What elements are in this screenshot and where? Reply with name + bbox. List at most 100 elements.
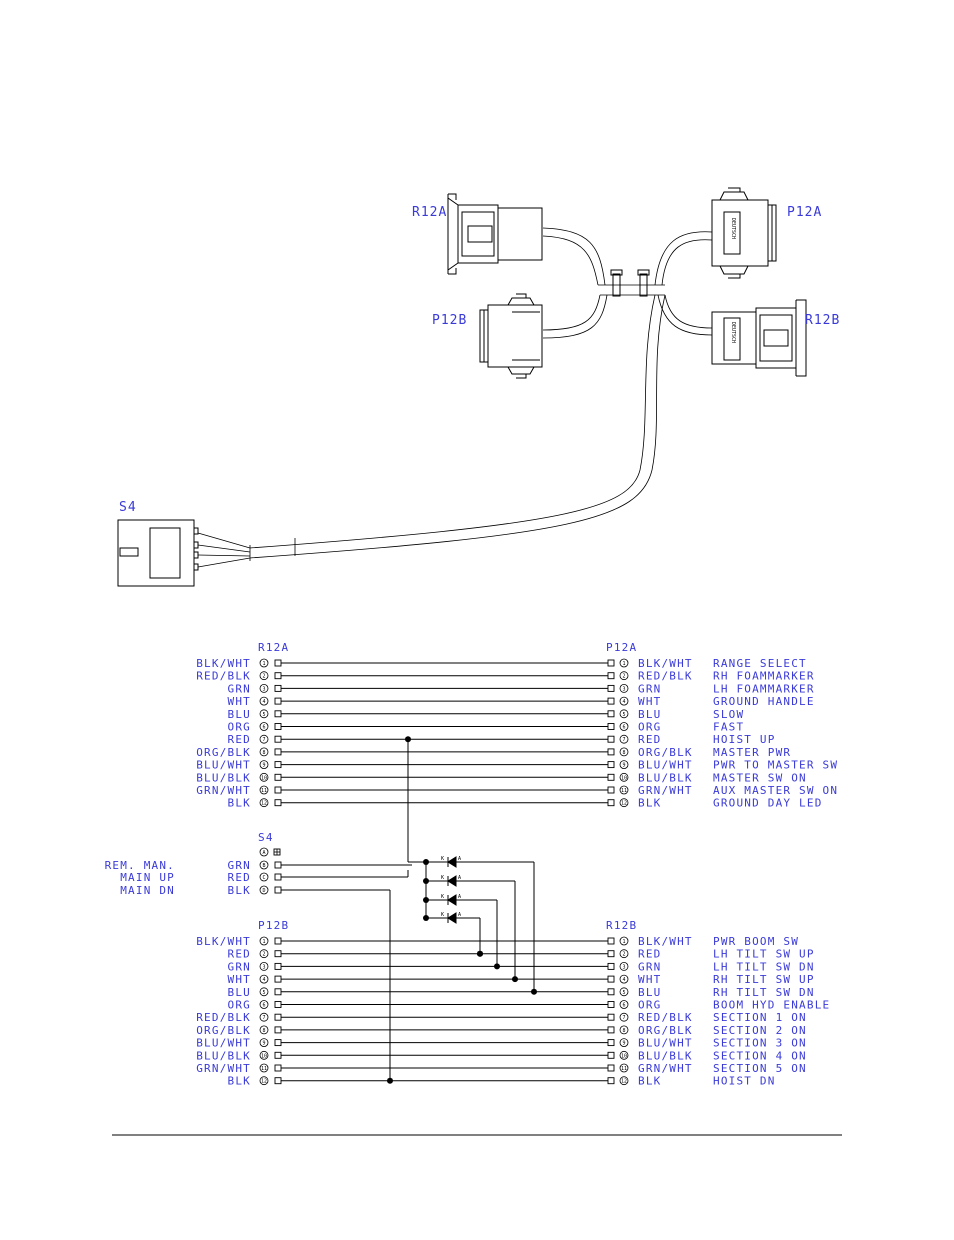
p12b-left-color: BLK/WHT: [196, 935, 251, 948]
p12b-left-color: BLU/WHT: [196, 1037, 251, 1050]
r12a-right-pin: [619, 722, 629, 731]
p12b-left-pin: [259, 1038, 269, 1047]
cable-ties: [610, 269, 650, 297]
r12a-right-color: BLU/BLK: [638, 771, 693, 784]
p12b-left-terminal: [274, 950, 282, 958]
r12a-right-pin-number: 5: [622, 712, 625, 718]
r12a-left-pin-number: 2: [262, 674, 265, 680]
connector-r12a-drawing: [447, 193, 543, 275]
harness-cables: [197, 227, 713, 568]
r12a-left-pin-number: 3: [262, 686, 265, 692]
p12b-right-terminal: [607, 950, 615, 958]
p12b-function: SECTION 2 ON: [713, 1024, 807, 1037]
s4-pin: [259, 847, 269, 857]
p12b-right-pin-number: 10: [621, 1053, 627, 1059]
r12a-right-pin: [619, 785, 629, 795]
p12b-left-color: GRN/WHT: [196, 1062, 251, 1075]
s4-pin-number: A: [262, 850, 265, 856]
r12a-right-pin-number: 12: [621, 801, 627, 807]
r12a-left-terminal: [274, 735, 282, 743]
r12a-left-pin: [259, 785, 269, 795]
r12a-right-pin-number: 2: [622, 674, 625, 680]
r12a-right-pin: [619, 734, 629, 744]
p12b-right-pin: [619, 962, 629, 971]
r12a-right-pin: [619, 798, 629, 808]
p12b-right-pin: [619, 949, 629, 959]
p12b-left-color: GRN: [228, 960, 251, 973]
p12b-right-pin-number: 12: [621, 1079, 627, 1085]
r12a-left-pin-number: 9: [262, 763, 265, 769]
p12b-left-pin-number: 4: [262, 977, 265, 983]
connector-s4-drawing: [117, 519, 199, 587]
r12a-right-pin: [619, 772, 629, 782]
s4-terminal: [274, 873, 282, 881]
p12b-left-pin: [259, 1050, 269, 1060]
r12a-right-terminal: [607, 748, 615, 756]
r12a-right-terminal: [607, 773, 615, 781]
p12b-right-pin-number: 2: [622, 952, 625, 958]
p12b-right-pin-number: 11: [621, 1066, 627, 1072]
s4-color: RED: [228, 871, 251, 884]
r12a-right-color: WHT: [638, 695, 661, 708]
r12a-left-terminal: [274, 697, 282, 705]
p12b-function: RH TILT SW DN: [713, 986, 815, 999]
p12b-right-color: RED/BLK: [638, 1011, 693, 1024]
p12b-left-pin: [259, 1076, 269, 1086]
r12a-function: GROUND HANDLE: [713, 695, 815, 708]
p12b-right-terminal: [607, 1026, 615, 1034]
r12a-left-terminal: [274, 723, 282, 730]
p12b-function: SECTION 5 ON: [713, 1062, 807, 1075]
p12b-left-color: ORG: [228, 999, 251, 1012]
p12b-left-pin: [259, 936, 269, 946]
p12b-right-pin-number: 6: [622, 1003, 625, 1009]
r12a-function: HOIST UP: [713, 733, 776, 746]
r12a-right-pin: [619, 696, 629, 706]
p12b-left-pin-number: 9: [262, 1041, 265, 1047]
schematic-title-r12a: R12A: [258, 641, 289, 654]
r12a-left-pin-number: 10: [261, 775, 267, 781]
r12a-left-pin: [259, 696, 269, 706]
p12b-right-color: RED: [638, 948, 661, 961]
p12b-right-color: BLU/BLK: [638, 1049, 693, 1062]
r12a-left-pin-number: 7: [262, 737, 265, 743]
diode-target-node: [512, 976, 518, 983]
p12b-right-pin: [619, 1025, 629, 1035]
r12a-left-pin-number: 11: [261, 788, 267, 794]
r12a-function: FAST: [713, 721, 744, 734]
r12a-right-pin-number: 4: [622, 699, 625, 705]
r12a-left-color: ORG/BLK: [196, 746, 251, 759]
r12a-right-pin-number: 11: [621, 788, 627, 794]
p12b-function: LH TILT SW DN: [713, 960, 815, 973]
r12a-left-color: WHT: [228, 695, 251, 708]
p12b-right-pin: [619, 987, 629, 997]
p12b-left-pin-number: 8: [262, 1028, 265, 1034]
p12b-left-pin: [259, 1000, 269, 1009]
r12a-right-terminal: [607, 723, 615, 730]
r12a-right-pin-number: 6: [622, 725, 625, 731]
r12a-right-color: ORG: [638, 721, 661, 734]
r12a-left-pin: [259, 772, 269, 782]
schematic-title-s4: S4: [258, 831, 274, 844]
r12a-right-pin: [619, 709, 629, 719]
diode-k-label: K: [441, 912, 444, 918]
s4-pin-number: B: [262, 863, 265, 869]
s4-pin: [259, 860, 269, 870]
diode-symbol: [447, 912, 457, 924]
p12b-right-color: BLK: [638, 1075, 661, 1088]
p12b-right-pin: [619, 1063, 629, 1073]
r12a-left-terminal: [274, 710, 282, 718]
r12a-right-pin-number: 9: [622, 763, 625, 769]
schematic-title-p12a: P12A: [606, 641, 637, 654]
